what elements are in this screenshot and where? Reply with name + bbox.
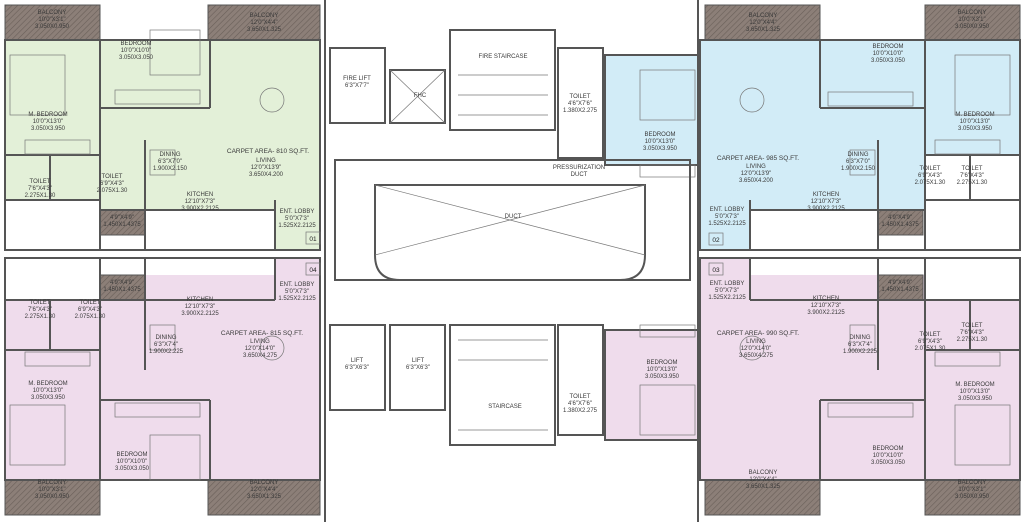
unit-number: 01 bbox=[309, 236, 317, 243]
unit-04-floor bbox=[275, 258, 320, 298]
staircase-label: STAIRCASE bbox=[488, 404, 522, 410]
unit-03-floor bbox=[700, 258, 750, 298]
unit-04-floor bbox=[5, 300, 100, 480]
unit-01-floor bbox=[5, 155, 100, 200]
balcony-01-a bbox=[4, 4, 101, 41]
unit-02-floor bbox=[605, 55, 700, 165]
fhc-label: FHC bbox=[414, 93, 427, 99]
carpet-area: CARPET AREA- 810 SQ.FT. bbox=[227, 148, 309, 155]
balcony-04-b bbox=[207, 479, 321, 516]
central-core bbox=[324, 0, 699, 522]
duct-label: DUCT bbox=[505, 214, 522, 220]
unit-03 bbox=[604, 257, 1021, 516]
unit-01-floor bbox=[275, 210, 320, 250]
balcony-02-a bbox=[704, 4, 821, 41]
unit-02 bbox=[604, 4, 1021, 251]
unit-02-floor bbox=[700, 40, 925, 210]
carpet-area: CARPET AREA- 990 SQ.FT. bbox=[717, 330, 799, 337]
carpet-area: CARPET AREA- 985 SQ.FT. bbox=[717, 155, 799, 162]
room-label: 4'9"X4'9"1.450X1.4375 bbox=[881, 280, 919, 293]
balcony-02-b bbox=[924, 4, 1021, 41]
unit-number: 04 bbox=[309, 267, 317, 274]
unit-03-floor bbox=[700, 275, 925, 480]
balcony-01-b bbox=[207, 4, 321, 41]
unit-number: 03 bbox=[712, 267, 720, 274]
unit-02-floor bbox=[925, 40, 1020, 155]
room-label: 4'9"X4'9"1.450X1.4375 bbox=[881, 215, 919, 228]
unit-01-floor bbox=[5, 40, 100, 155]
unit-02-floor bbox=[700, 210, 750, 250]
room-label: 4'9"X4'9"1.450X1.4375 bbox=[103, 215, 141, 228]
unit-01 bbox=[4, 4, 321, 251]
room-label: 4'9"X4'9"1.450X1.4375 bbox=[103, 280, 141, 293]
unit-number: 02 bbox=[712, 237, 720, 244]
unit-04 bbox=[4, 257, 321, 516]
balcony-03-a bbox=[704, 479, 821, 516]
unit-03-floor bbox=[925, 300, 1020, 480]
balcony-03-b bbox=[924, 479, 1021, 516]
fire-staircase-label: FIRE STAIRCASE bbox=[479, 54, 528, 60]
carpet-area: CARPET AREA- 815 SQ.FT. bbox=[221, 330, 303, 337]
